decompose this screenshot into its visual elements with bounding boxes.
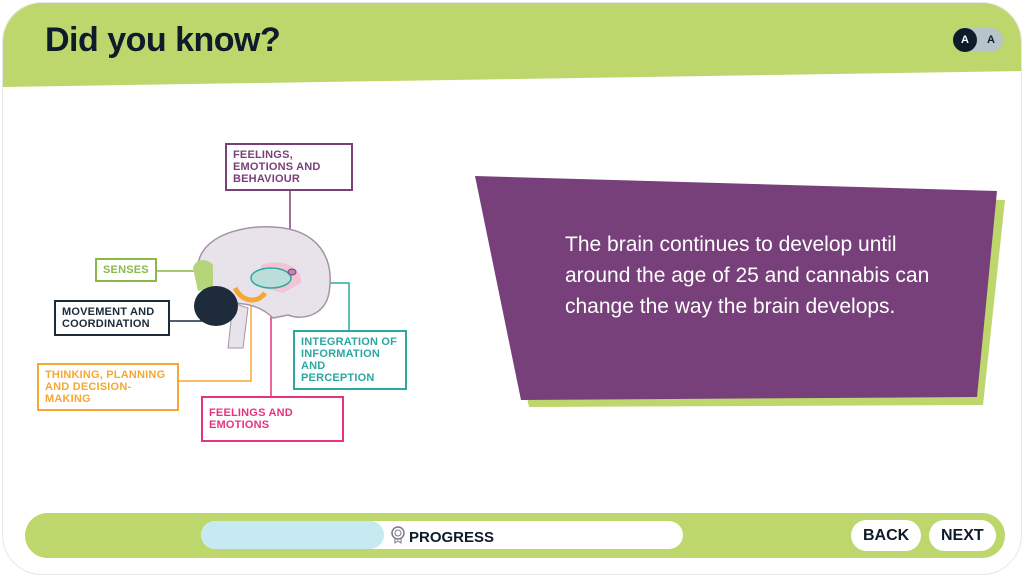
award-ribbon-icon	[391, 526, 405, 548]
progress-label: PROGRESS	[409, 528, 495, 546]
brain-cerebellum	[194, 286, 238, 326]
fact-panel-background	[475, 176, 1005, 407]
brain-diagram	[153, 183, 350, 396]
progress-bar: PROGRESS	[201, 521, 683, 549]
progress-label-group: PROGRESS	[391, 526, 494, 548]
fact-text: The brain continues to develop until aro…	[565, 233, 930, 318]
back-button[interactable]: BACK	[851, 520, 922, 551]
text-size-small-option[interactable]: A	[987, 34, 995, 46]
label-feelings-behaviour: FEELINGS, EMOTIONS AND BEHAVIOUR	[225, 143, 353, 191]
brain-occipital	[193, 260, 213, 291]
text-size-toggle[interactable]: A A	[953, 28, 1003, 52]
label-senses: SENSES	[95, 258, 157, 282]
text-size-large-option[interactable]: A	[953, 28, 977, 52]
page-title: Did you know?	[45, 21, 281, 59]
label-movement: MOVEMENT AND COORDINATION	[54, 300, 170, 336]
label-integration: INTEGRATION OF INFORMATION AND PERCEPTIO…	[293, 330, 407, 390]
label-thinking: THINKING, PLANNING AND DECISION-MAKING	[37, 363, 179, 411]
next-button[interactable]: NEXT	[929, 520, 996, 551]
label-feelings-emotions: FEELINGS AND EMOTIONS	[201, 396, 344, 442]
header-background	[3, 3, 1021, 87]
header: Did you know? A A	[3, 3, 1021, 93]
footer-nav: PROGRESS BACK NEXT	[25, 513, 1005, 558]
progress-fill	[201, 521, 385, 549]
